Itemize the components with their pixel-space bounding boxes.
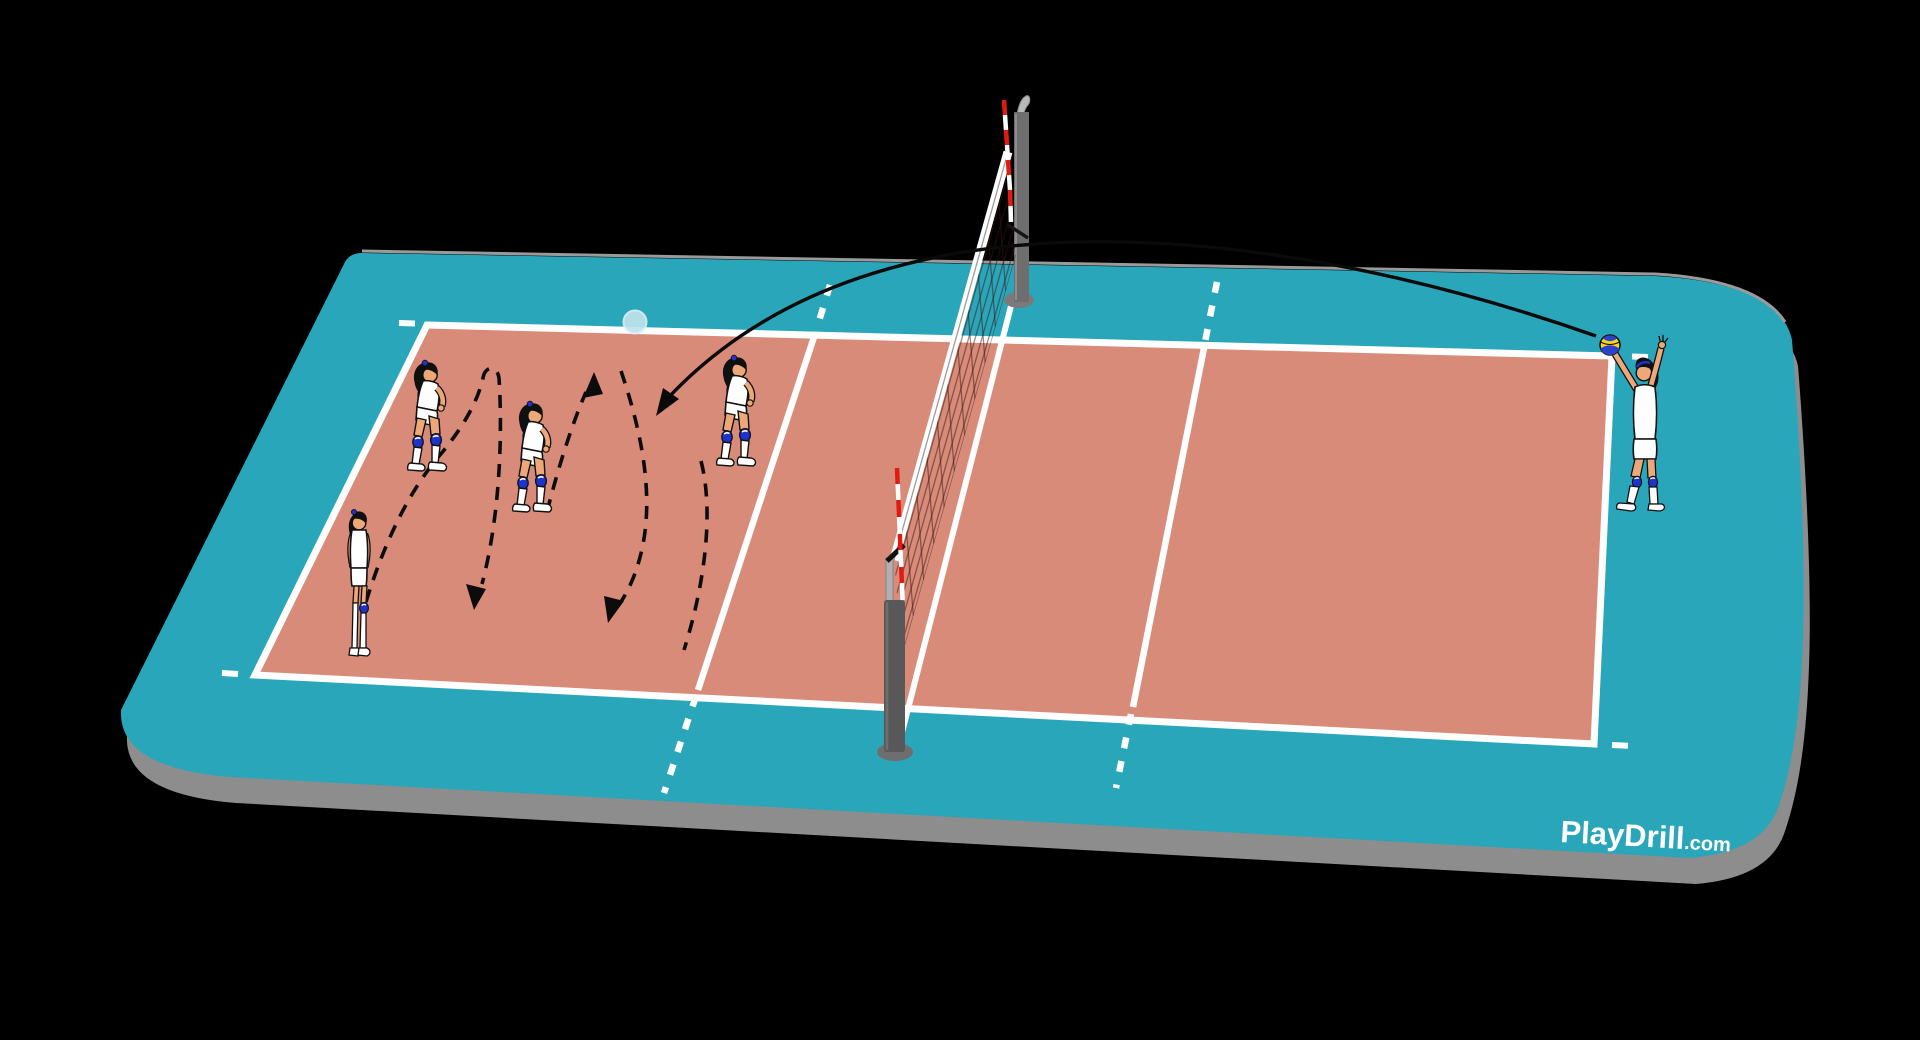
far-net-cable [1007, 223, 1029, 240]
near-antenna [894, 467, 905, 601]
movement-paths [364, 366, 709, 651]
up-arrow-icon [583, 372, 603, 398]
brand-logo: PlayDrill.com [1560, 814, 1732, 858]
movement-path-right [682, 460, 709, 651]
movement-loop-1 [364, 366, 503, 603]
trajectory-arrow-icon [656, 388, 679, 416]
center-line [894, 301, 1015, 753]
far-post [1004, 95, 1034, 308]
attack-line-extensions [660, 281, 1221, 795]
ghost-ball-icon [622, 309, 648, 335]
serve-trajectory [656, 240, 1597, 416]
right-attack-line [1129, 347, 1208, 708]
volleyball-icon [1599, 334, 1621, 356]
corner-tick-marks [221, 320, 1649, 749]
left-attack-line [694, 335, 818, 692]
movement-loop-2 [616, 370, 649, 608]
platform-top-edge [361, 249, 1787, 323]
down-arrow-icon [466, 584, 486, 610]
near-post [877, 543, 913, 761]
far-antenna [1001, 99, 1014, 223]
movement-arrowheads [466, 372, 624, 623]
server-group [1599, 334, 1668, 511]
brand-logo-text: PlayDrill.com [1560, 814, 1732, 858]
down-arrow-icon [604, 596, 624, 623]
near-post-rod [885, 557, 894, 605]
